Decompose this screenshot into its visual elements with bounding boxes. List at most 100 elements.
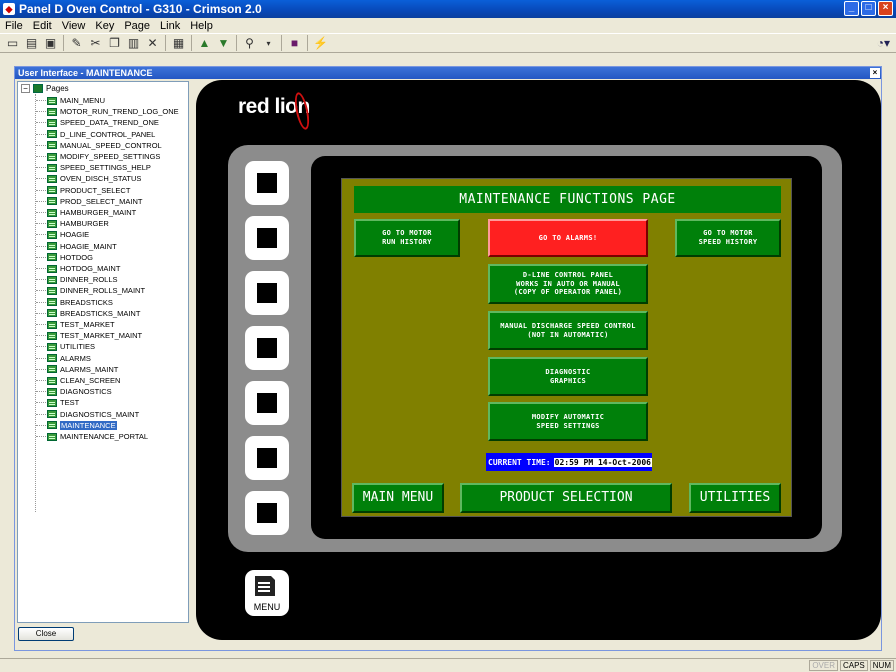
- close-button[interactable]: Close: [18, 627, 74, 641]
- maximize-button[interactable]: □: [861, 1, 876, 16]
- tree-root-label: Pages: [46, 84, 69, 93]
- product-selection-button[interactable]: PRODUCT SELECTION: [460, 483, 672, 513]
- tree-item-dinner-rolls[interactable]: DINNER_ROLLS: [36, 274, 118, 285]
- tree-item-product-select[interactable]: PRODUCT_SELECT: [36, 185, 130, 196]
- open-icon[interactable]: ▤: [25, 36, 38, 50]
- tree-item-clean-screen[interactable]: CLEAN_SCREEN: [36, 375, 120, 386]
- page-icon: [47, 152, 57, 161]
- softkey-5[interactable]: [245, 381, 289, 425]
- close-window-button[interactable]: ×: [878, 1, 893, 16]
- tree-item-hotdog-maint[interactable]: HOTDOG_MAINT: [36, 263, 120, 274]
- menu-key[interactable]: Key: [95, 19, 115, 32]
- tree-root[interactable]: − Pages: [21, 83, 69, 94]
- softkey-7[interactable]: [245, 491, 289, 535]
- tree-item-test[interactable]: TEST: [36, 397, 79, 408]
- menu-bar: File Edit View Key Page Link Help: [0, 18, 896, 33]
- d-line-control-panel-button[interactable]: D-LINE CONTROL PANEL WORKS IN AUTO OR MA…: [488, 264, 648, 304]
- menu-view[interactable]: View: [61, 19, 86, 32]
- hmi-screen: MAINTENANCE FUNCTIONS PAGE GO TO MOTOR R…: [341, 178, 792, 517]
- tree-item-hoagie[interactable]: HOAGIE: [36, 229, 89, 240]
- alarms-button[interactable]: GO TO ALARMS!: [488, 219, 648, 257]
- up-arrow-icon[interactable]: ▲: [198, 36, 211, 50]
- diagnostic-graphics-button[interactable]: DIAGNOSTIC GRAPHICS: [488, 357, 648, 396]
- tree-item-hotdog[interactable]: HOTDOG: [36, 252, 93, 263]
- softkey-1[interactable]: [245, 161, 289, 205]
- app-icon: ◆: [3, 3, 15, 15]
- page-icon: [47, 141, 57, 150]
- pen-icon[interactable]: ✎: [71, 36, 82, 50]
- menu-file[interactable]: File: [5, 19, 23, 32]
- softkey-square-icon: [257, 338, 277, 358]
- tree-item-label: HAMBURGER_MAINT: [60, 208, 137, 217]
- motor-run-history-button[interactable]: GO TO MOTOR RUN HISTORY: [354, 219, 460, 257]
- utilities-button[interactable]: UTILITIES: [689, 483, 781, 513]
- doc-close-button[interactable]: ×: [870, 68, 880, 78]
- tree-item-test-market-maint[interactable]: TEST_MARKET_MAINT: [36, 330, 142, 341]
- cut-icon[interactable]: ✂: [90, 36, 101, 50]
- menu-edit[interactable]: Edit: [32, 19, 52, 32]
- tree-item-main-menu[interactable]: MAIN_MENU: [36, 95, 105, 106]
- tree-item-d-line-control-panel[interactable]: D_LINE_CONTROL_PANEL: [36, 129, 155, 140]
- menu-link[interactable]: Link: [160, 19, 181, 32]
- tree-item-label: MAIN_MENU: [60, 96, 106, 105]
- down-arrow-icon[interactable]: ▼: [217, 36, 230, 50]
- display-icon[interactable]: ■: [290, 36, 299, 50]
- tree-item-utilities[interactable]: UTILITIES: [36, 341, 95, 352]
- tree-item-label: MAINTENANCE_PORTAL: [60, 432, 149, 441]
- softkey-4[interactable]: [245, 326, 289, 370]
- tree-item-speed-data-trend-one[interactable]: SPEED_DATA_TREND_ONE: [36, 117, 159, 128]
- tree-item-label: PRODUCT_SELECT: [60, 185, 131, 195]
- menu-page[interactable]: Page: [124, 19, 151, 32]
- status-num: NUM: [869, 660, 894, 671]
- motor-speed-history-button[interactable]: GO TO MOTOR SPEED HISTORY: [675, 219, 781, 257]
- current-time-display: CURRENT TIME: 02:59 PM 14-Oct-2006: [486, 453, 652, 471]
- softkey-6[interactable]: [245, 436, 289, 480]
- view-icon[interactable]: ▦: [172, 36, 185, 50]
- page-icon: [47, 365, 57, 374]
- new-icon[interactable]: ▭: [6, 36, 19, 50]
- help-icon[interactable]: ◔▾: [876, 36, 890, 50]
- menu-key-button[interactable]: MENU: [245, 570, 289, 616]
- tree-item-test-market[interactable]: TEST_MARKET: [36, 319, 115, 330]
- lightning-icon[interactable]: ⚡: [313, 36, 328, 50]
- tree-item-label: MOTOR_RUN_TREND_LOG_ONE: [60, 107, 179, 117]
- tree-item-hoagie-maint[interactable]: HOAGIE_MAINT: [36, 241, 117, 252]
- page-icon: [47, 432, 57, 441]
- softkey-2[interactable]: [245, 216, 289, 260]
- delete-icon[interactable]: ✕: [147, 36, 158, 50]
- tree-item-label: HOAGIE: [60, 230, 90, 240]
- tree-item-alarms-maint[interactable]: ALARMS_MAINT: [36, 364, 118, 375]
- menu-help[interactable]: Help: [190, 19, 213, 32]
- zoom-icon[interactable]: ⚲: [245, 36, 254, 50]
- tree-item-manual-speed-control[interactable]: MANUAL_SPEED_CONTROL: [36, 140, 162, 151]
- copy-icon[interactable]: ❐: [109, 36, 120, 50]
- tree-item-diagnostics[interactable]: DIAGNOSTICS: [36, 386, 112, 397]
- manual-discharge-button[interactable]: MANUAL DISCHARGE SPEED CONTROL (NOT IN A…: [488, 311, 648, 350]
- paste-icon[interactable]: ▥: [127, 36, 140, 50]
- tree-item-hamburger-maint[interactable]: HAMBURGER_MAINT: [36, 207, 136, 218]
- tree-item-hamburger[interactable]: HAMBURGER: [36, 218, 109, 229]
- save-icon[interactable]: ▣: [44, 36, 57, 50]
- page-icon: [47, 130, 57, 139]
- tree-item-oven-disch-status[interactable]: OVEN_DISCH_STATUS: [36, 173, 141, 184]
- tree-item-speed-settings-help[interactable]: SPEED_SETTINGS_HELP: [36, 162, 151, 173]
- tree-item-diagnostics-maint[interactable]: DIAGNOSTICS_MAINT: [36, 409, 139, 420]
- main-menu-button[interactable]: MAIN MENU: [352, 483, 444, 513]
- tree-item-motor-run-trend-log-one[interactable]: MOTOR_RUN_TREND_LOG_ONE: [36, 106, 179, 117]
- softkey-3[interactable]: [245, 271, 289, 315]
- toolbar: ▭ ▤ ▣ ✎ ✂ ❐ ▥ ✕ ▦ ▲ ▼ ⚲ ▾ ■ ⚡ ◔▾: [0, 33, 896, 53]
- tree-item-maintenance-portal[interactable]: MAINTENANCE_PORTAL: [36, 431, 148, 442]
- tree-item-modify-speed-settings[interactable]: MODIFY_SPEED_SETTINGS: [36, 151, 160, 162]
- modify-speed-settings-button[interactable]: MODIFY AUTOMATIC SPEED SETTINGS: [488, 402, 648, 441]
- tree-item-dinner-rolls-maint[interactable]: DINNER_ROLLS_MAINT: [36, 285, 145, 296]
- minimize-button[interactable]: _: [844, 1, 859, 16]
- tree-item-breadsticks-maint[interactable]: BREADSTICKS_MAINT: [36, 308, 140, 319]
- tree-item-prod-select-maint[interactable]: PROD_SELECT_MAINT: [36, 196, 143, 207]
- page-icon: [47, 342, 57, 351]
- zoom-dropdown-icon[interactable]: ▾: [266, 38, 271, 48]
- collapse-icon[interactable]: −: [21, 84, 30, 93]
- tree-item-maintenance[interactable]: MAINTENANCE: [36, 420, 117, 431]
- tree-item-label: UTILITIES: [60, 342, 96, 352]
- tree-item-breadsticks[interactable]: BREADSTICKS: [36, 297, 113, 308]
- tree-item-alarms[interactable]: ALARMS: [36, 353, 91, 364]
